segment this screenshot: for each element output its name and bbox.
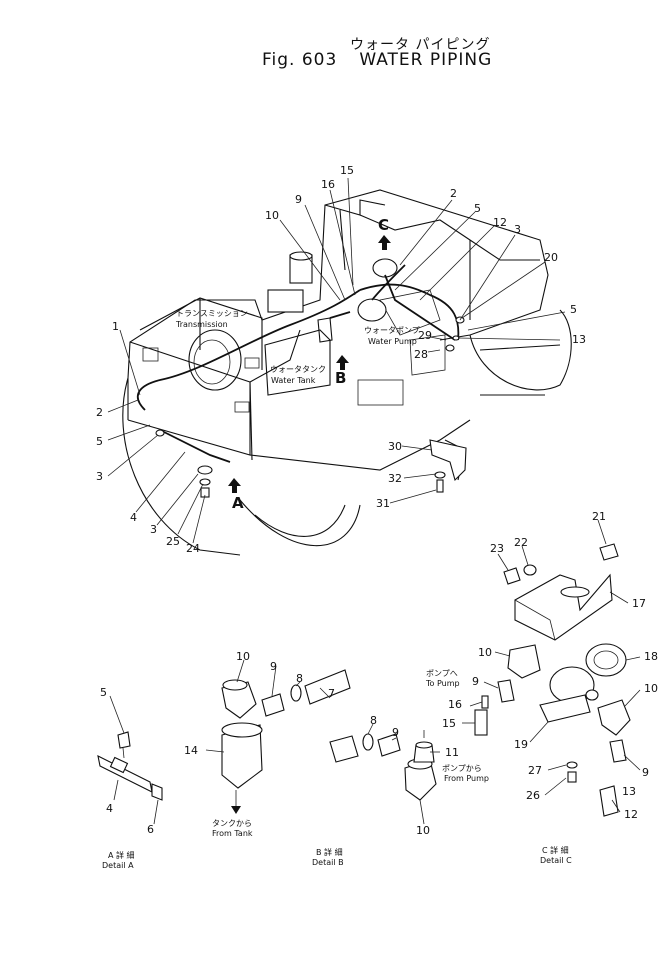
- callout: 5: [474, 202, 481, 215]
- label-from-tank-en: From Tank: [212, 829, 253, 838]
- callout: 1: [112, 320, 119, 333]
- callout: 3: [96, 470, 103, 483]
- callout: 7: [328, 687, 335, 700]
- callout: 23: [490, 542, 504, 555]
- callout: 22: [514, 536, 528, 549]
- callout: 11: [445, 746, 459, 759]
- machine-body: [122, 189, 572, 556]
- callout: 26: [526, 789, 540, 802]
- callout: 16: [321, 178, 335, 191]
- detail-c-title-en: Detail C: [540, 856, 572, 865]
- callout: 13: [622, 785, 636, 798]
- detail-c: 21 22 23 17 10 18 9 10 19 27 9 26 13 12 …: [472, 510, 658, 865]
- label-from-pump-jp: ポンプから: [442, 764, 482, 773]
- callout: 4: [130, 511, 137, 524]
- callout: 5: [570, 303, 577, 316]
- callout: 4: [106, 802, 113, 815]
- label-to-pump-jp: ポンプへ: [426, 669, 458, 678]
- callout: 32: [388, 472, 402, 485]
- arrow-c: [378, 235, 391, 250]
- label-transmission-jp: トランスミッション: [176, 309, 248, 318]
- callout: 9: [295, 193, 302, 206]
- detail-a: 5 4 6 A 詳 細 Detail A: [97, 686, 163, 870]
- callout: 13: [572, 333, 586, 346]
- label-water-pump-jp: ウォータポンプ: [364, 326, 420, 335]
- callout: 16: [448, 698, 462, 711]
- callout: 3: [514, 223, 521, 236]
- callout: 27: [528, 764, 542, 777]
- callout: 17: [632, 597, 646, 610]
- callout: 10: [416, 824, 430, 837]
- callout: 9: [472, 675, 479, 688]
- callout: 5: [96, 435, 103, 448]
- arrow-b: [336, 355, 349, 370]
- callout: 12: [624, 808, 638, 821]
- label-from-tank-jp: タンクから: [212, 819, 252, 828]
- callout: 28: [414, 348, 428, 361]
- detail-b: 10 9 8 7 14 8 9 16 15 11 10 ポンプへ To Pump…: [184, 650, 489, 867]
- figure-name: WATER PIPING: [359, 50, 493, 70]
- callout: 2: [450, 187, 457, 200]
- callout: 14: [184, 744, 198, 757]
- arrow-a: [228, 478, 241, 493]
- callout: 2: [96, 406, 103, 419]
- label-water-pump-en: Water Pump: [368, 337, 417, 346]
- callout: 9: [392, 726, 399, 739]
- callout: 8: [370, 714, 377, 727]
- callout: 9: [270, 660, 277, 673]
- label-water-tank-jp: ウォータタンク: [270, 365, 326, 374]
- label-to-pump-en: To Pump: [425, 679, 460, 688]
- callout: 12: [493, 216, 507, 229]
- callout: 29: [418, 329, 432, 342]
- callout: 3: [150, 523, 157, 536]
- title-japanese: ウォータ パイピング: [350, 37, 491, 53]
- callout: 10: [478, 646, 492, 659]
- callout: 19: [514, 738, 528, 751]
- detail-a-title-en: Detail A: [102, 861, 134, 870]
- callout: 9: [642, 766, 649, 779]
- view-marker-c: C: [378, 216, 389, 234]
- view-marker-a: A: [232, 494, 244, 512]
- label-from-pump-en: From Pump: [444, 774, 489, 783]
- view-marker-b: B: [335, 369, 346, 387]
- callout: 8: [296, 672, 303, 685]
- callout: 24: [186, 542, 200, 555]
- frame-hardware: [155, 316, 465, 498]
- callout: 18: [644, 650, 658, 663]
- callout: 10: [236, 650, 250, 663]
- main-callouts: 15 16 9 10 2 5 12 3 20 5 13 29 28 1 2 5 …: [96, 164, 586, 555]
- figure-number: Fig. 603: [262, 50, 338, 70]
- view-arrows: [228, 235, 391, 493]
- callout: 5: [100, 686, 107, 699]
- figure-title: Fig. 603 WATER PIPING: [262, 50, 492, 70]
- label-transmission-en: Transmission: [175, 320, 228, 329]
- detail-c-title-jp: C 詳 細: [542, 845, 569, 855]
- callout: 25: [166, 535, 180, 548]
- detail-b-title-en: Detail B: [312, 858, 344, 867]
- detail-a-title-jp: A 詳 細: [108, 850, 135, 860]
- callout: 20: [544, 251, 558, 264]
- callout: 6: [147, 823, 154, 836]
- callout: 10: [265, 209, 279, 222]
- main-leader-lines: [107, 177, 566, 544]
- callout: 21: [592, 510, 606, 523]
- callout: 15: [340, 164, 354, 177]
- callout: 30: [388, 440, 402, 453]
- label-water-tank-en: Water Tank: [271, 376, 316, 385]
- callout: 10: [644, 682, 658, 695]
- callout: 31: [376, 497, 390, 510]
- callout: 15: [442, 717, 456, 730]
- detail-b-title-jp: B 詳 細: [316, 847, 343, 857]
